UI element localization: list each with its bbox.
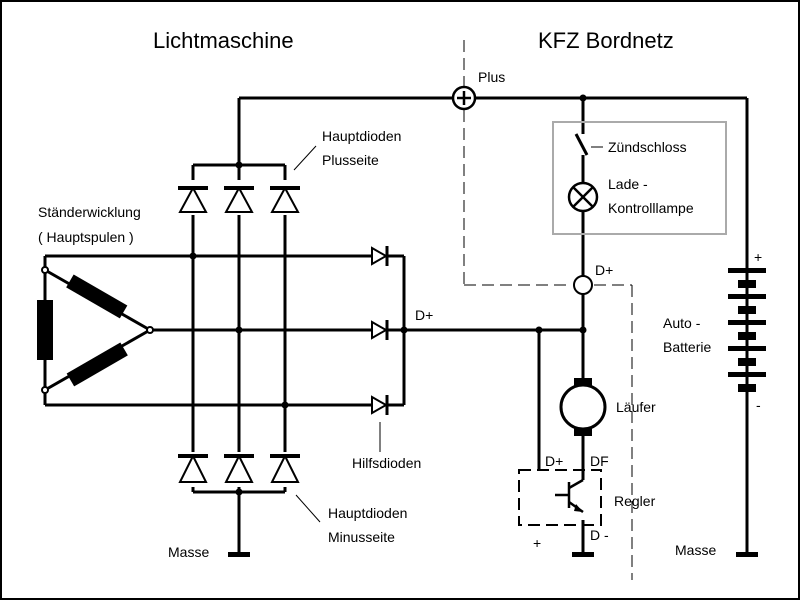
charge-lamp bbox=[567, 181, 599, 213]
lamp-switch-box bbox=[552, 121, 727, 235]
diode-minus-2 bbox=[224, 452, 254, 487]
label-battery-plus: + bbox=[754, 249, 762, 265]
label-ground-right: Masse bbox=[675, 542, 716, 558]
label-lamp-2: Kontrolllampe bbox=[608, 200, 694, 216]
ground-symbol-regulator bbox=[572, 552, 594, 557]
ground-symbol-left bbox=[228, 552, 250, 557]
dplus-terminal bbox=[573, 275, 593, 295]
label-stator-2: ( Hauptspulen ) bbox=[38, 229, 134, 245]
label-plus: Plus bbox=[478, 69, 505, 85]
label-ground-left: Masse bbox=[168, 544, 209, 560]
aux-diode-2 bbox=[371, 320, 389, 340]
label-main-diodes-minus-1: Hauptdioden bbox=[328, 505, 407, 521]
main-diodes-plus bbox=[178, 180, 300, 215]
diode-minus-1 bbox=[178, 452, 208, 487]
label-main-diodes-plus-1: Hauptdioden bbox=[322, 128, 401, 144]
leader-lines bbox=[293, 145, 603, 523]
stator-nodes bbox=[41, 266, 154, 394]
diode-plus-1 bbox=[178, 180, 208, 215]
label-regulator-plus: + bbox=[533, 535, 541, 551]
title-right: KFZ Bordnetz bbox=[538, 28, 674, 53]
label-dplus-line: D+ bbox=[415, 307, 433, 323]
stator-node-top bbox=[41, 266, 49, 274]
aux-diodes bbox=[371, 246, 389, 415]
label-ignition: Zündschloss bbox=[608, 139, 687, 155]
main-diodes-minus bbox=[178, 452, 300, 487]
label-stator-1: Ständerwicklung bbox=[38, 204, 141, 220]
regulator-box bbox=[518, 469, 602, 526]
title-left: Lichtmaschine bbox=[153, 28, 294, 53]
ignition-switch-blade bbox=[574, 133, 589, 156]
label-main-diodes-minus-2: Minusseite bbox=[328, 529, 395, 545]
ground-symbol-right bbox=[736, 552, 758, 557]
dashed-lines bbox=[463, 40, 633, 580]
battery bbox=[728, 268, 766, 392]
diode-plus-2 bbox=[224, 180, 254, 215]
label-dplus-terminal: D+ bbox=[595, 262, 613, 278]
label-battery-minus: - bbox=[756, 397, 761, 413]
coil-left bbox=[37, 300, 53, 360]
label-lamp-1: Lade - bbox=[608, 176, 648, 192]
stator-coils bbox=[37, 274, 128, 387]
label-regulator-dplus: D+ bbox=[545, 453, 563, 469]
diode-plus-3 bbox=[270, 180, 300, 215]
label-aux-diodes: Hilfsdioden bbox=[352, 455, 421, 471]
rotor bbox=[559, 378, 607, 436]
label-regulator: Regler bbox=[614, 493, 656, 509]
aux-diode-3 bbox=[371, 395, 389, 415]
coil-upper bbox=[66, 274, 128, 319]
aux-diode-1 bbox=[371, 246, 389, 266]
diode-minus-3 bbox=[270, 452, 300, 487]
label-regulator-dminus: D - bbox=[590, 527, 609, 543]
label-battery-1: Auto - bbox=[663, 315, 701, 331]
transistor-arrow bbox=[574, 504, 583, 512]
label-rotor: Läufer bbox=[616, 399, 656, 415]
stator-node-bottom bbox=[41, 386, 49, 394]
label-main-diodes-plus-2: Plusseite bbox=[322, 152, 379, 168]
label-battery-2: Batterie bbox=[663, 339, 711, 355]
stator-node-right bbox=[146, 326, 154, 334]
plus-terminal bbox=[451, 85, 477, 111]
label-regulator-df: DF bbox=[590, 453, 609, 469]
junctions bbox=[189, 94, 587, 496]
coil-lower bbox=[66, 342, 128, 387]
